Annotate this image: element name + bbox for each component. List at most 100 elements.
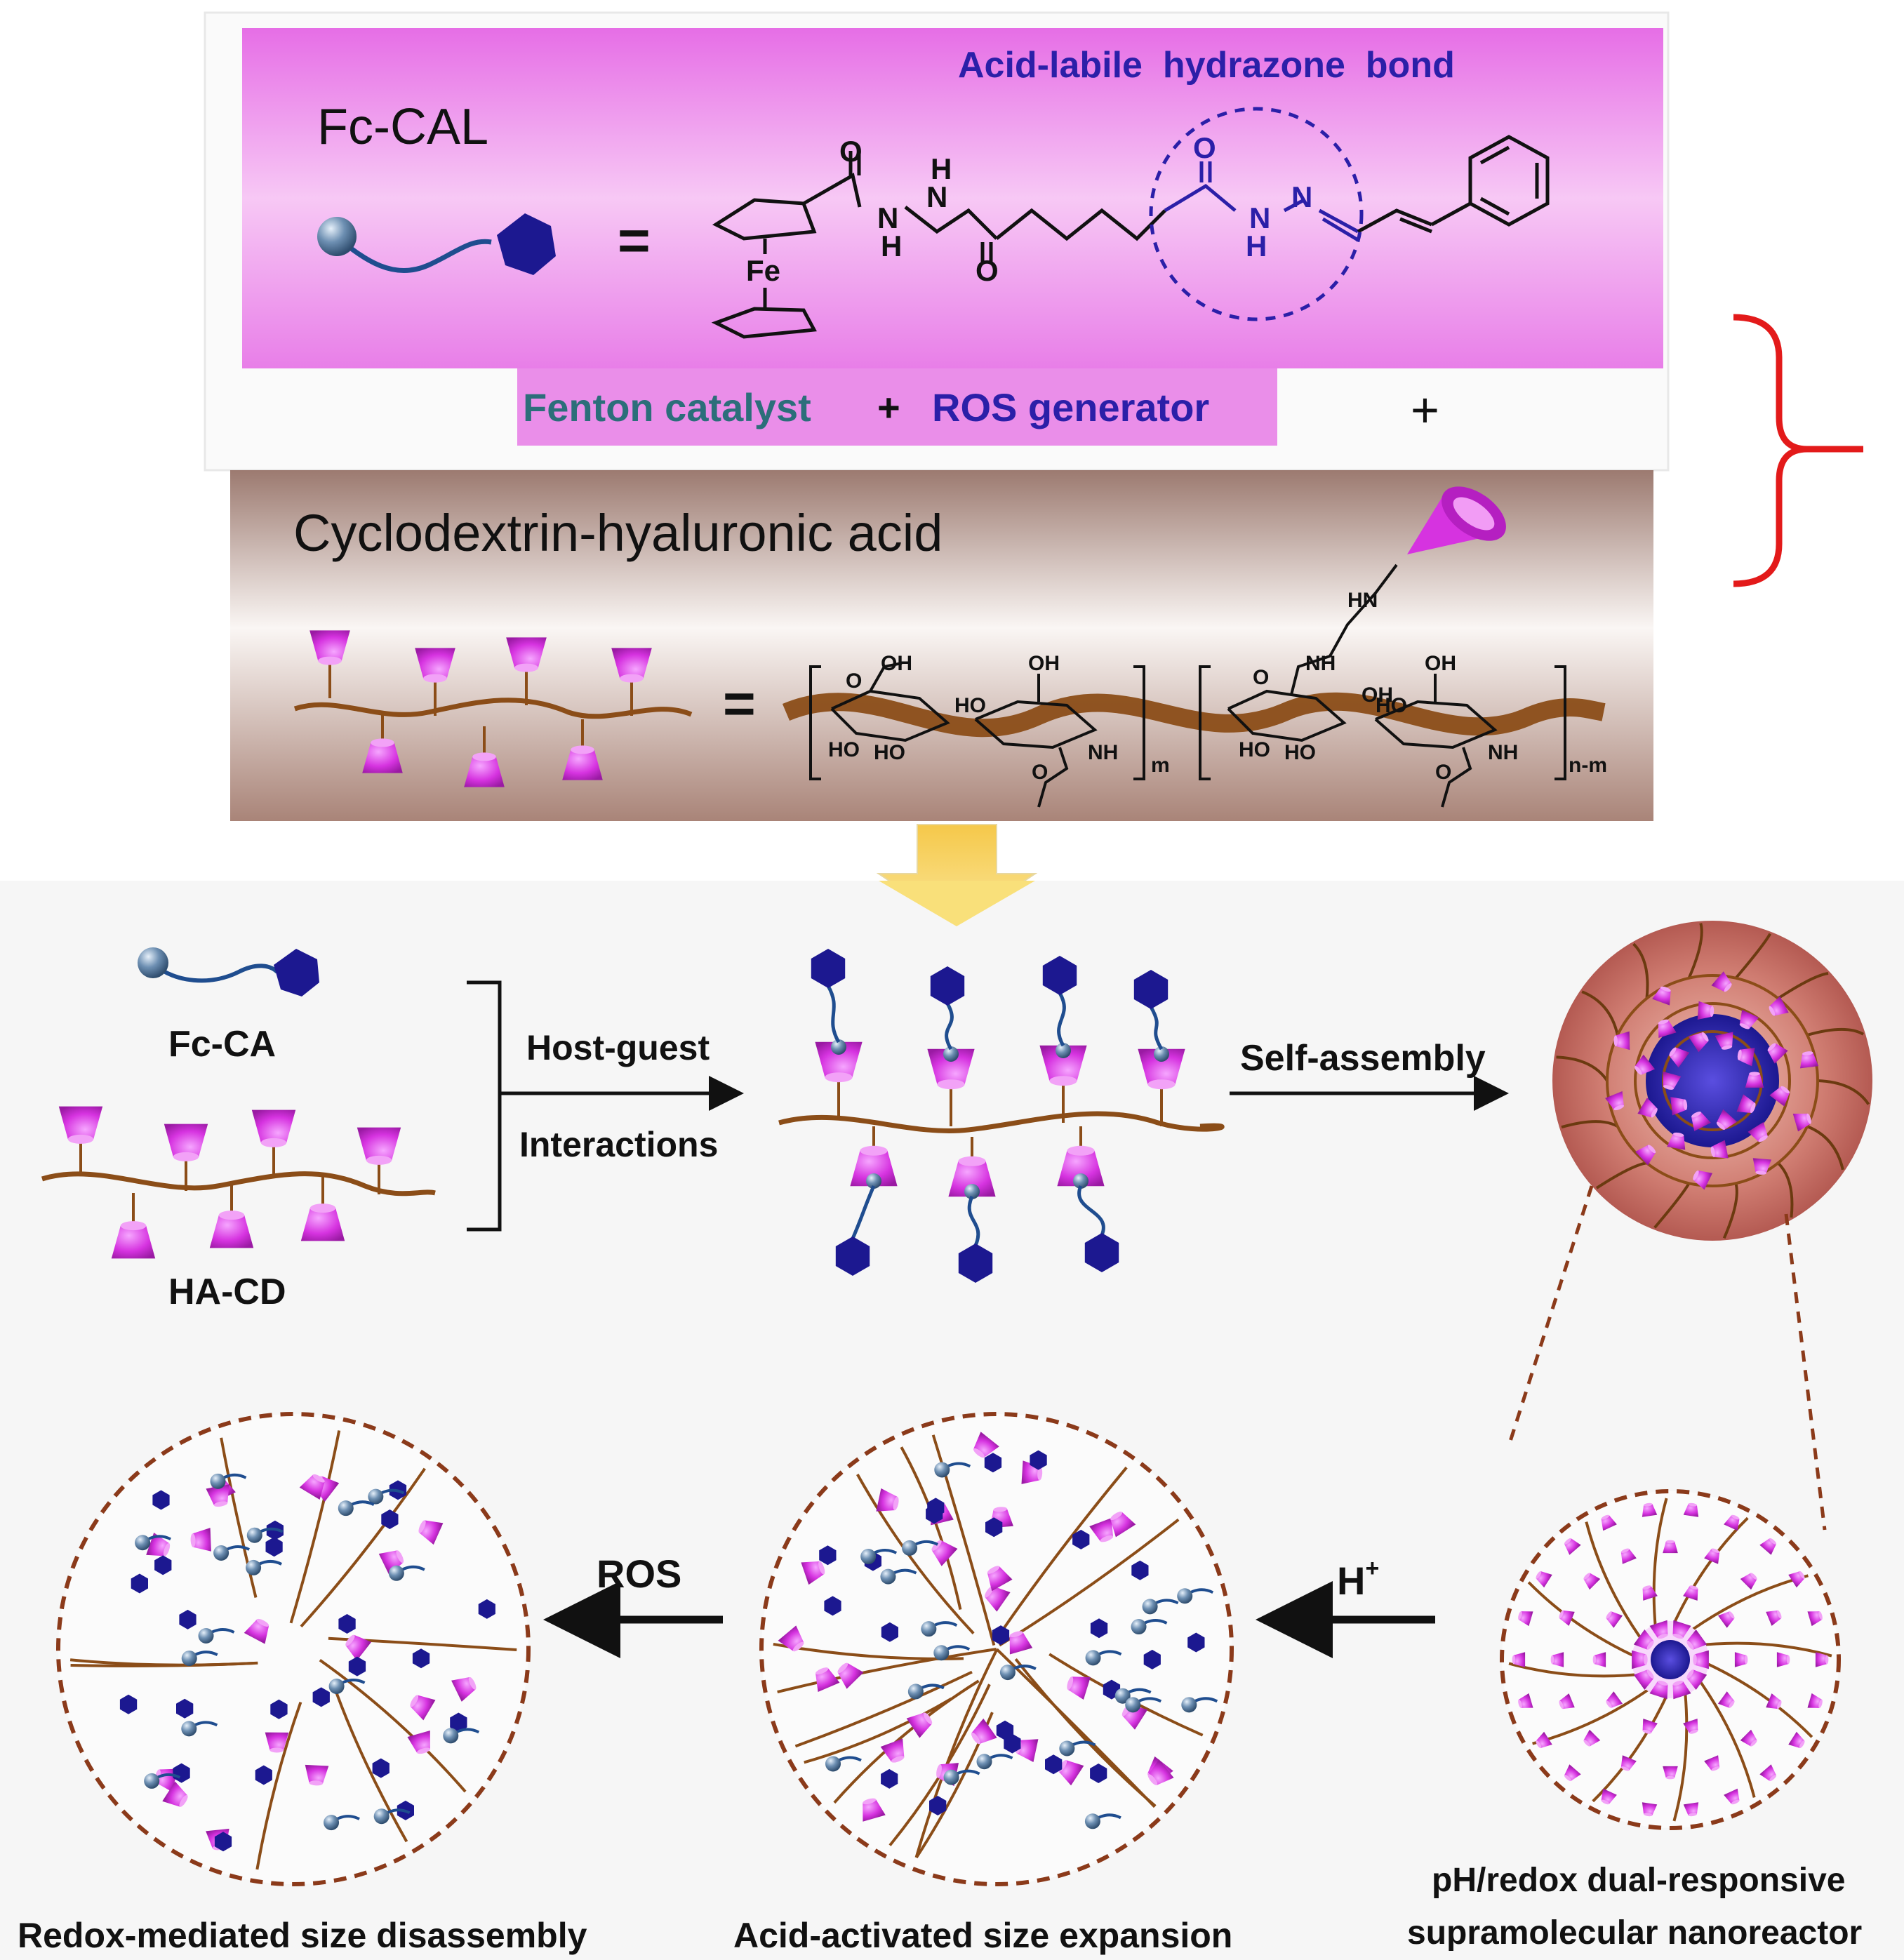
cone-rim: [1806, 1113, 1811, 1124]
cone-rim: [1606, 1611, 1612, 1619]
cone-body: [1601, 1788, 1617, 1804]
fc-hexagon-icon: [131, 1573, 148, 1594]
cone-body: [863, 1799, 886, 1822]
cyclodextrin-cone-icon: [190, 1528, 211, 1552]
cone-rim: [1731, 1514, 1740, 1520]
cone-rim: [1657, 1634, 1668, 1639]
cyclodextrin-cone-icon: [111, 1221, 156, 1259]
cyclodextrin-cone-icon: [146, 1532, 171, 1556]
cone-body: [1672, 1681, 1691, 1700]
cone-body: [1009, 1632, 1033, 1655]
cyclodextrin-cone-icon: [1564, 1764, 1581, 1782]
cyclodextrin-cone-icon: [506, 637, 547, 672]
cone-body: [164, 1124, 208, 1157]
ferrocene-ball-icon: [317, 217, 357, 256]
cone-body: [464, 756, 505, 787]
atom-m: m: [1151, 754, 1170, 777]
cone-body: [987, 1566, 1013, 1592]
cone-body: [1620, 1549, 1637, 1564]
cone-body: [927, 1048, 975, 1085]
roles-strip: [517, 368, 1277, 446]
repeat-unit-brackets: [809, 665, 1566, 780]
cyclodextrin-cone-icon: [362, 738, 403, 773]
inclusion-complex: [811, 949, 1185, 1283]
cyclodextrin-cone-icon: [1693, 1650, 1709, 1669]
fc-hexagon-icon: [985, 1517, 1003, 1538]
fc-hexagon-icon: [1004, 1733, 1021, 1754]
atom-HO2: HO: [828, 738, 860, 761]
cyclodextrin-cone-icon: [1683, 1719, 1698, 1734]
cone-rim: [1613, 1105, 1624, 1111]
cyclodextrin-cone-icon: [1583, 1729, 1601, 1747]
cone-body: [1089, 1518, 1113, 1542]
cyclodextrin-cone-icon: [1633, 1629, 1654, 1650]
nanoreactor-caption-line1: pH/redox dual-responsive: [1432, 1862, 1845, 1899]
cyclodextrin-cone-icon: [1663, 1766, 1678, 1780]
polymer-tail: [1806, 1027, 1865, 1036]
cyclodextrin-cone-icon: [451, 1676, 477, 1702]
cyclodextrin-cone-icon: [1683, 1502, 1699, 1517]
cone-body: [801, 1561, 824, 1585]
polymer-branch: [794, 1670, 973, 1748]
cyclodextrin-cone-icon: [164, 1124, 208, 1161]
cone-rim: [1744, 1655, 1748, 1665]
atom-H1: H: [931, 152, 952, 185]
cyclodextrin-cone-icon: [611, 648, 652, 683]
cone-rim: [1689, 1585, 1698, 1590]
hydrophobic-core: [1651, 1640, 1690, 1679]
atom-H2: H: [881, 229, 902, 262]
cone-body: [1739, 1009, 1759, 1029]
cyclodextrin-cone-icon: [1669, 1047, 1690, 1068]
cone-rim: [1701, 1032, 1709, 1042]
ferrocene-ball-icon: [934, 1462, 950, 1478]
polymer-tail: [1734, 933, 1772, 980]
atom-N1: N: [926, 180, 947, 213]
nanoreactor-contents: [1508, 1498, 1832, 1822]
cone-body: [1704, 1755, 1720, 1771]
ferrocene-ball-icon: [246, 1527, 262, 1543]
ferrocene-ball-icon: [181, 1721, 197, 1737]
fc-cal-structure: [711, 135, 1550, 339]
cyclodextrin-cone-icon: [1606, 1611, 1623, 1628]
cone-body: [1724, 1515, 1740, 1531]
ferrocene-ball-icon: [246, 1559, 262, 1575]
cone-body: [265, 1732, 289, 1751]
cyclodextrin-cone-icon: [1613, 1031, 1630, 1051]
ferrocene-ball-icon: [1059, 1740, 1075, 1756]
cone-rim: [985, 1586, 994, 1598]
cone-body: [1724, 1788, 1740, 1804]
cyclodextrin-cone-icon: [1592, 1652, 1606, 1667]
cone-body: [1683, 1586, 1698, 1601]
cyclodextrin-cone-icon: [1110, 1512, 1136, 1538]
polymer-tail: [1561, 1120, 1618, 1129]
polymer-branch: [319, 1659, 467, 1793]
cone-rim: [1693, 1654, 1697, 1665]
cyclodextrin-cone-icon: [1697, 1001, 1715, 1020]
cone-rim: [1758, 1135, 1768, 1142]
cone-rim: [1651, 1108, 1658, 1118]
cyclodextrin-cone-icon: [415, 648, 455, 683]
cyclodextrin-cone-icon: [1009, 1631, 1033, 1655]
cyclodextrin-cone-icon: [1606, 1691, 1623, 1708]
cone-rim: [825, 1072, 853, 1083]
polymer-branch: [220, 1437, 258, 1598]
cone-rim: [936, 1764, 942, 1778]
cyclodextrin-cone-icon: [1635, 1054, 1656, 1075]
cone-rim: [218, 1211, 245, 1220]
polymer-tail: [1653, 1182, 1691, 1229]
cone-body: [1605, 1091, 1624, 1110]
cone-body: [309, 630, 350, 661]
linker-chain: [945, 1002, 954, 1051]
cone-rim: [1769, 1006, 1776, 1016]
fc-ca-linker: [153, 963, 279, 983]
linker-chain: [1057, 992, 1066, 1047]
legend-bracket: [467, 980, 502, 1232]
sugar-rings: [830, 564, 1498, 808]
cone-rim: [1657, 1680, 1668, 1686]
cyclodextrin-cone-icon: [1138, 1048, 1185, 1090]
cone-body: [1039, 1045, 1087, 1081]
cone-rim: [1749, 1072, 1760, 1076]
cone-rim: [396, 1550, 404, 1564]
disassembly-circle: [56, 1412, 531, 1886]
polymer-spoke: [1693, 1672, 1756, 1798]
